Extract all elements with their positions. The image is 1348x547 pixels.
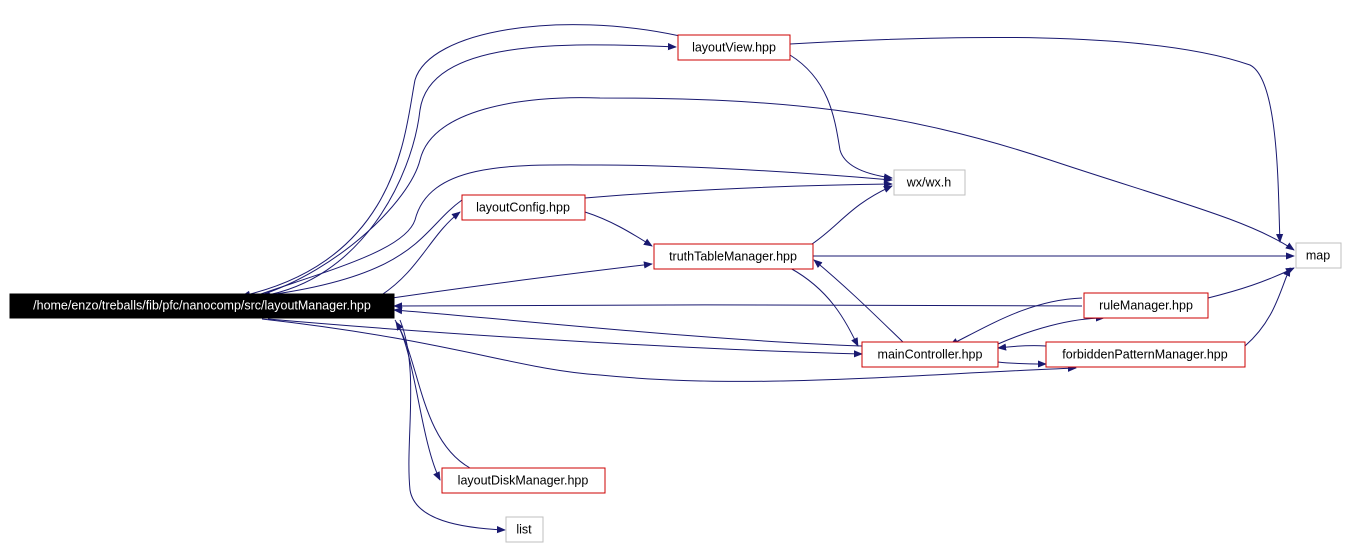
edge-maincontroller-to-forbiddenpatternmanager — [997, 360, 1047, 368]
edge-layoutmanager-to-map — [257, 97, 1295, 297]
edge-layoutmanager-to-list — [399, 319, 506, 534]
edge-truthtablemanager-to-maincontroller — [789, 267, 859, 347]
edge-rulemanager-to-map — [1207, 267, 1295, 299]
edge-layoutdiskmanager-to-layoutmanager — [395, 321, 471, 469]
edge-layoutview-to-layoutmanager — [241, 24, 681, 298]
edge-layoutconfig-to-wx — [584, 180, 893, 199]
node-wx: wx/wx.h — [893, 169, 966, 196]
edge-truthtablemanager-to-wx — [811, 185, 893, 245]
graph-nodes: /home/enzo/treballs/fib/pfc/nanocomp/src… — [9, 34, 1342, 543]
edge-forbiddenpatternmanager-to-map — [1244, 267, 1291, 347]
node-layout-manager[interactable]: /home/enzo/treballs/fib/pfc/nanocomp/src… — [9, 293, 395, 319]
edge-layoutview-to-wx — [789, 54, 893, 181]
edge-maincontroller-to-rulemanager — [997, 314, 1105, 345]
node-layout-view[interactable]: layoutView.hpp — [677, 34, 791, 61]
edge-rulemanager-to-layoutmanager — [393, 302, 1083, 310]
edge-rulemanager-to-maincontroller — [949, 297, 1083, 346]
edge-layoutconfig-to-layoutmanager — [261, 199, 463, 299]
edge-layoutmanager-to-wx — [254, 164, 893, 297]
node-layout-config[interactable]: layoutConfig.hpp — [461, 194, 586, 221]
node-layout-config-label: layoutConfig.hpp — [476, 200, 570, 214]
node-layout-manager-label: /home/enzo/treballs/fib/pfc/nanocomp/src… — [33, 298, 371, 312]
edge-layoutmanager-to-layoutview — [261, 43, 677, 297]
edge-maincontroller-to-truthtablemanager — [813, 259, 906, 345]
node-forbidden-pattern-manager-label: forbiddenPatternManager.hpp — [1062, 347, 1227, 361]
node-truth-table-manager-label: truthTableManager.hpp — [669, 249, 797, 263]
node-map: map — [1295, 242, 1342, 269]
edge-layoutmanager-to-forbiddenpatternmanager — [261, 318, 1077, 382]
edge-maincontroller-to-layoutmanager — [393, 307, 863, 347]
node-truth-table-manager[interactable]: truthTableManager.hpp — [653, 243, 814, 270]
edge-forbiddenpatternmanager-to-maincontroller — [997, 343, 1047, 351]
node-rule-manager-label: ruleManager.hpp — [1099, 298, 1193, 312]
edge-layoutmanager-to-layoutconfig — [379, 211, 461, 297]
edge-layoutmanager-to-maincontroller — [267, 318, 863, 358]
node-rule-manager[interactable]: ruleManager.hpp — [1083, 292, 1209, 319]
node-layout-disk-manager-label: layoutDiskManager.hpp — [458, 473, 589, 487]
node-list: list — [505, 516, 544, 543]
node-main-controller[interactable]: mainController.hpp — [861, 341, 999, 368]
edge-layoutconfig-to-truthtablemanager — [584, 211, 653, 247]
node-layout-view-label: layoutView.hpp — [692, 40, 776, 54]
node-wx-label: wx/wx.h — [906, 175, 952, 189]
node-list-label: list — [516, 522, 532, 536]
node-map-label: map — [1306, 248, 1330, 262]
graph-edges — [241, 24, 1295, 534]
edge-layoutmanager-to-layoutdiskmanager — [394, 319, 441, 481]
edge-layoutview-to-map — [789, 36, 1284, 243]
edge-layoutmanager-to-truthtablemanager — [391, 261, 653, 299]
node-layout-disk-manager[interactable]: layoutDiskManager.hpp — [441, 467, 606, 494]
node-main-controller-label: mainController.hpp — [878, 347, 983, 361]
node-forbidden-pattern-manager[interactable]: forbiddenPatternManager.hpp — [1045, 341, 1246, 368]
